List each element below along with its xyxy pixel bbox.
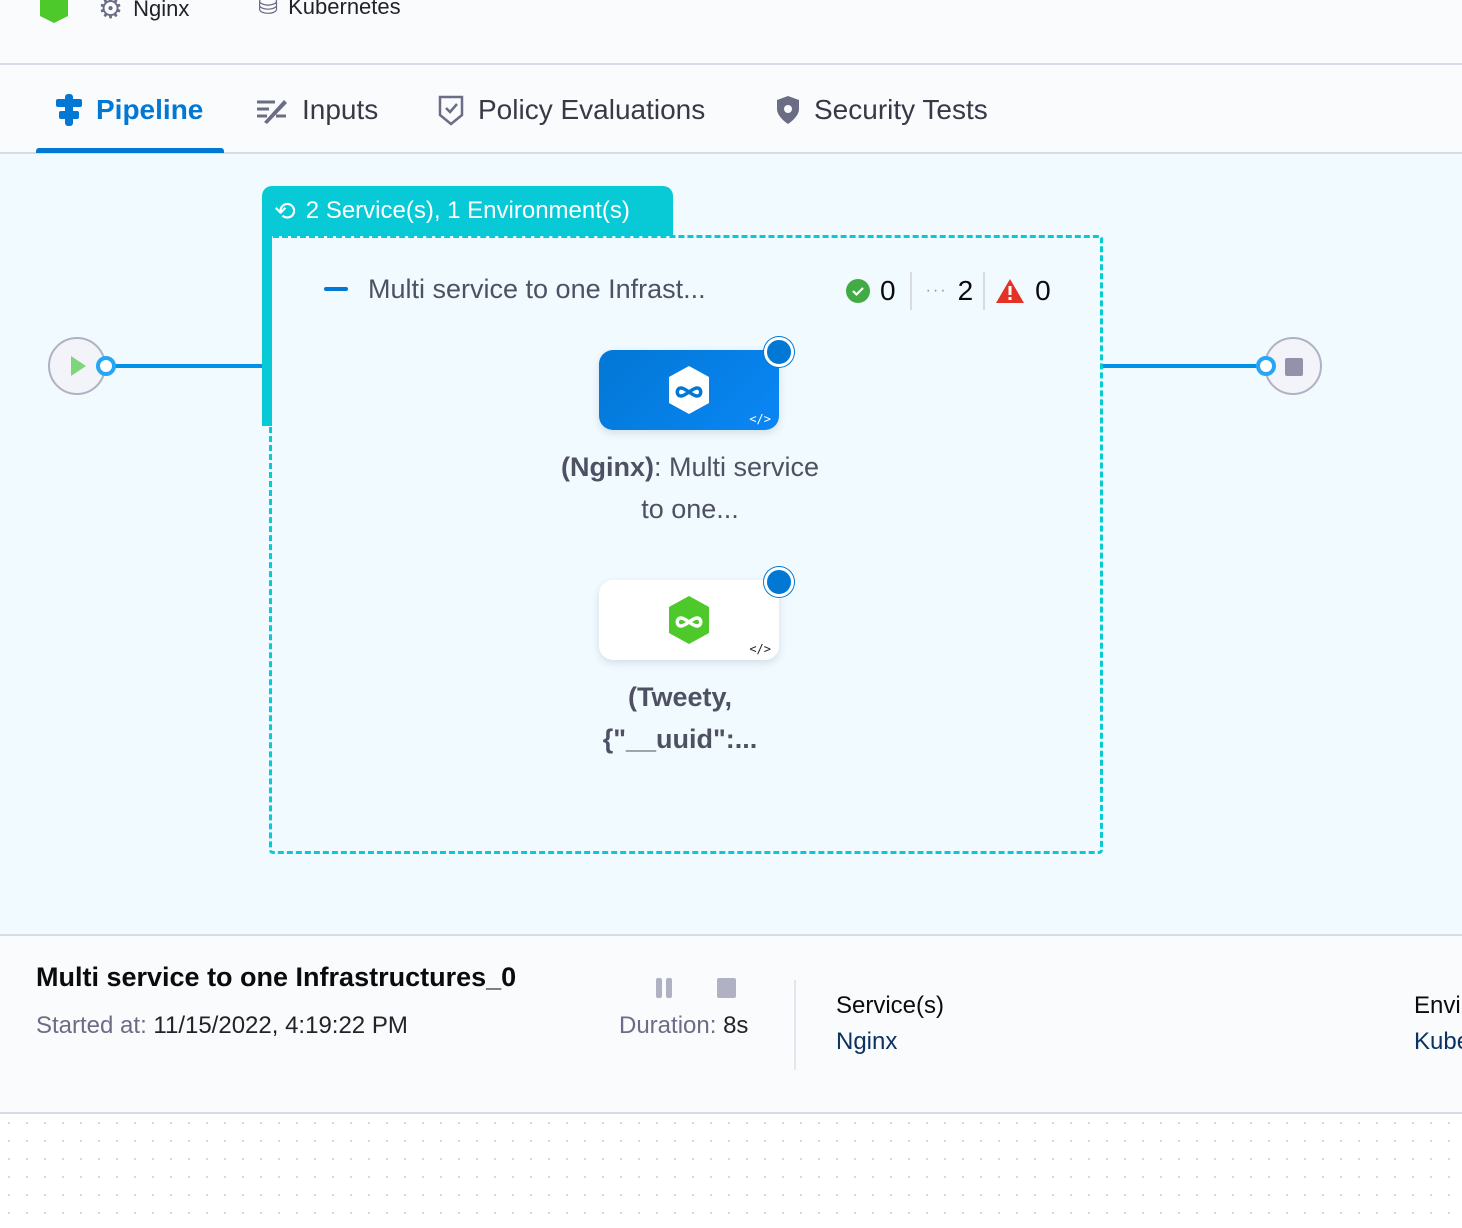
status-counts: 0 ··· 2 0 [846,272,1051,310]
running-dots-icon: ··· [925,282,948,299]
gear-icon: ⚙ [98,0,124,24]
environment-value[interactable]: Kube [1414,1028,1462,1055]
policy-shield-check-icon [438,95,464,126]
running-count: 2 [957,275,974,306]
collapse-icon[interactable] [324,287,348,291]
stage-name: Multi service to one Infrastructures_0 [36,962,517,992]
started-label: Started at: [36,1012,147,1039]
service-name: Nginx [133,0,190,21]
stop-icon [1285,358,1303,376]
tab-label: Inputs [302,94,379,125]
environment-name: Kubernetes [288,0,401,19]
failed-count: 0 [1035,275,1051,306]
loop-icon: ⟲ [274,195,296,226]
start-port [96,356,116,376]
infrastructure-icon: ⛁ [258,0,279,20]
pipeline-canvas[interactable] [0,154,1462,934]
duration-label: Duration: [619,1012,717,1039]
node-label-bold: (Tweety, {"__uuid":... [602,682,758,754]
service-infinity-icon [669,596,709,644]
dotted-background [0,1114,1462,1228]
connector-line [110,364,264,368]
node-label: (Tweety, {"__uuid":... [560,676,800,760]
yaml-code-icon: </> [749,642,771,656]
duration-value: 8s [723,1012,749,1039]
services-value[interactable]: Nginx [836,1028,898,1055]
pipeline-icon [56,94,82,126]
service-info: ⚙ Nginx [98,0,189,25]
group-header: ⟲ 2 Service(s), 1 Environment(s) [262,186,673,236]
service-infinity-icon [669,366,709,414]
divider [794,980,796,1070]
warning-icon [996,279,1025,303]
running-status-icon [764,337,794,367]
environment-info: ⛁ Kubernetes [258,0,401,21]
pause-button[interactable] [656,978,662,998]
service-node-tweety[interactable]: </> [599,580,779,660]
started-value: 11/15/2022, 4:19:22 PM [153,1012,408,1039]
tab-policy-evaluations[interactable]: Policy Evaluations [438,92,705,128]
active-tab-indicator [36,148,224,153]
group-header-text: 2 Service(s), 1 Environment(s) [305,197,630,224]
yaml-code-icon: </> [749,412,771,426]
tab-label: Security Tests [814,94,988,125]
tab-bar: Pipeline Inputs Policy Evaluations Secur… [0,66,1462,154]
running-status-icon [764,567,794,597]
stage-title: Multi service to one Infrast... [368,274,706,304]
divider [983,272,986,310]
services-label: Service(s) [836,992,945,1019]
stage-group [269,235,1103,854]
service-logo-icon [38,0,70,24]
success-check-icon [846,279,870,303]
stage-details-panel: Multi service to one Infrastructures_0 S… [0,934,1462,1114]
tab-inputs[interactable]: Inputs [256,92,378,128]
tab-pipeline[interactable]: Pipeline [56,92,203,128]
node-label: (Nginx): Multi service to one... [560,446,820,530]
group-side-bar [262,230,272,426]
inputs-icon [257,100,287,124]
security-shield-icon [777,96,799,124]
node-label-rest: : Multi service to one... [641,452,820,524]
node-label-bold: (Nginx) [560,452,654,482]
tab-label: Pipeline [96,94,204,125]
end-port [1256,356,1276,376]
top-bar: ⚙ Nginx ⛁ Kubernetes [0,0,1462,65]
started-at: Started at: 11/15/2022, 4:19:22 PM [36,1012,408,1040]
divider [909,272,912,310]
success-count: 0 [880,275,896,306]
service-node-nginx[interactable]: </> [599,350,779,430]
environment-label: Envi [1414,992,1461,1019]
stop-button[interactable] [717,978,736,998]
tab-label: Policy Evaluations [478,94,706,125]
connector-line [1102,364,1266,368]
play-icon [71,356,86,376]
duration: Duration: 8s [619,1012,748,1040]
tab-security-tests[interactable]: Security Tests [776,92,988,128]
